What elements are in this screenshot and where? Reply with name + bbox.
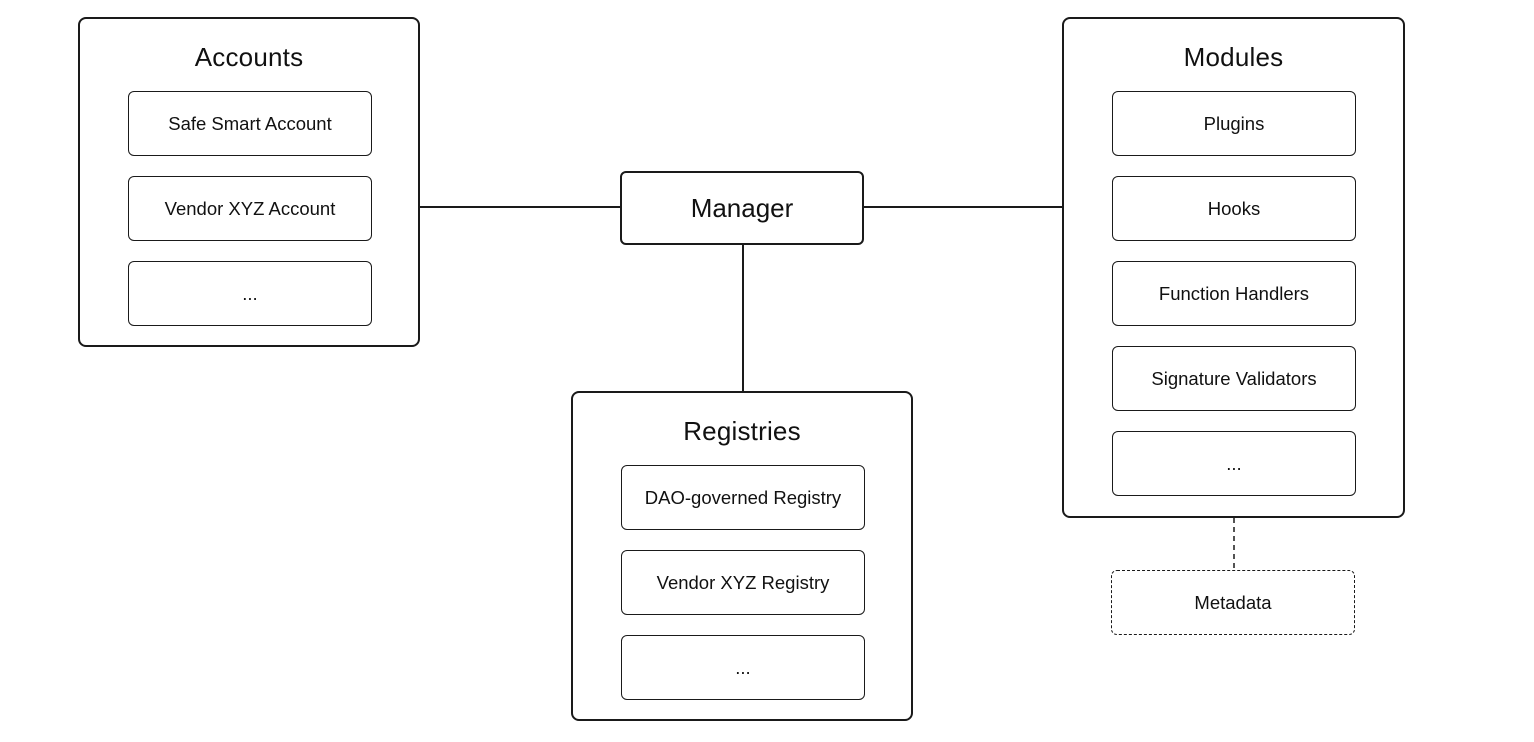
account-item-vendor-xyz-account: Vendor XYZ Account — [128, 176, 372, 241]
accounts-title: Accounts — [194, 42, 304, 72]
module-item-plugins: Plugins — [1112, 91, 1356, 156]
registry-item-more: ... — [621, 635, 865, 700]
account-item-safe-smart-account: Safe Smart Account — [128, 91, 372, 156]
module-item-signature-validators: Signature Validators — [1112, 346, 1356, 411]
registry-item-dao-governed-registry: DAO-governed Registry — [621, 465, 865, 530]
metadata-node: Metadata — [1111, 570, 1355, 635]
registries-title: Registries — [683, 416, 801, 446]
registry-item-vendor-xyz-registry: Vendor XYZ Registry — [621, 550, 865, 615]
modules-title: Modules — [1183, 42, 1284, 72]
manager-node: Manager — [620, 171, 864, 245]
account-item-more: ... — [128, 261, 372, 326]
registries-group: Registries DAO-governed Registry Vendor … — [571, 391, 913, 721]
accounts-group: Accounts Safe Smart Account Vendor XYZ A… — [78, 17, 420, 347]
module-item-function-handlers: Function Handlers — [1112, 261, 1356, 326]
modules-group: Modules Plugins Hooks Function Handlers … — [1062, 17, 1405, 518]
module-item-hooks: Hooks — [1112, 176, 1356, 241]
module-item-more: ... — [1112, 431, 1356, 496]
